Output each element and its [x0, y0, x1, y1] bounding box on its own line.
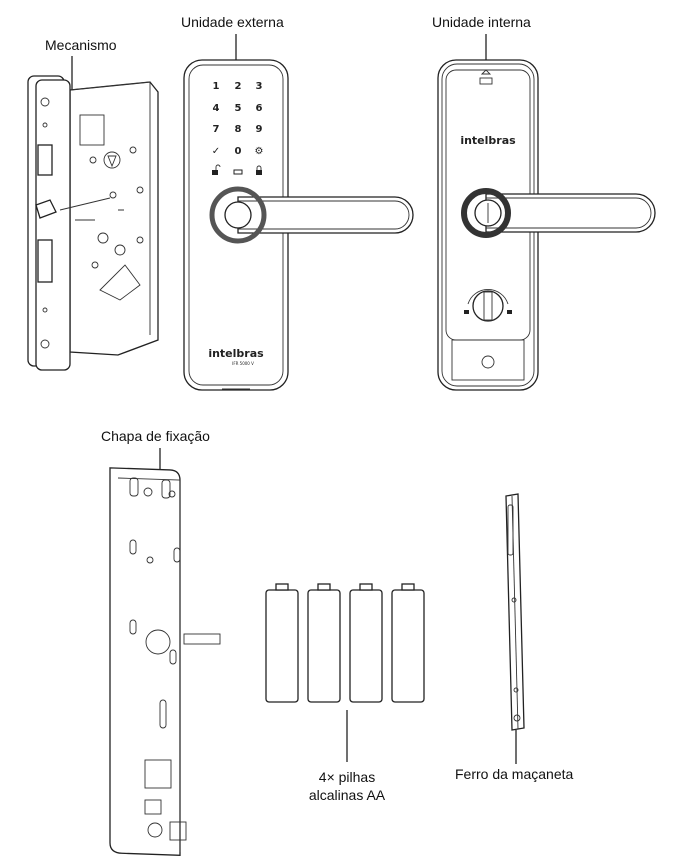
- internal-unit-drawing: intelbras: [437, 59, 656, 391]
- spindle-drawing: [505, 493, 525, 731]
- label-pilhas-line1: 4× pilhas: [318, 769, 376, 785]
- lock-icon-right: [507, 310, 512, 314]
- external-unit-drawing: 1 2 3 4 5 6 7 8 9 ✓ 0 ⚙ intelbras: [183, 59, 414, 391]
- internal-brand: intelbras: [460, 134, 516, 147]
- svg-text:0: 0: [235, 146, 242, 157]
- label-unidade-externa: Unidade externa: [181, 14, 284, 30]
- unlock-icon: [212, 170, 218, 175]
- leader-lines: [71, 34, 517, 764]
- svg-text:9: 9: [256, 124, 263, 135]
- svg-text:2: 2: [235, 81, 242, 92]
- unlock-shackle: [215, 164, 221, 170]
- mechanism-drawing: [27, 75, 159, 371]
- label-pilhas-line2: alcalinas AA: [308, 787, 386, 803]
- mounting-plate-drawing: [109, 467, 221, 856]
- battery-icon: [233, 169, 243, 175]
- svg-text:6: 6: [256, 103, 263, 114]
- battery-3: [349, 583, 383, 703]
- label-mecanismo: Mecanismo: [45, 37, 117, 53]
- label-pilhas: 4× pilhas alcalinas AA: [297, 768, 397, 804]
- label-unidade-interna: Unidade interna: [432, 14, 531, 30]
- label-chapa: Chapa de fixação: [101, 428, 210, 444]
- svg-text:1: 1: [213, 81, 220, 92]
- external-model: IFR 5000 V: [232, 361, 254, 366]
- external-brand: intelbras: [208, 347, 264, 360]
- batteries-drawing: [265, 583, 425, 703]
- battery-2: [307, 583, 341, 703]
- svg-text:⚙: ⚙: [255, 146, 264, 157]
- svg-text:3: 3: [256, 81, 263, 92]
- lock-icon-left: [464, 310, 469, 314]
- label-ferro: Ferro da maçaneta: [455, 766, 574, 782]
- svg-text:8: 8: [235, 124, 242, 135]
- svg-text:4: 4: [213, 103, 220, 114]
- battery-4: [391, 583, 425, 703]
- svg-text:5: 5: [235, 103, 242, 114]
- keypad: 1 2 3 4 5 6 7 8 9 ✓ 0 ⚙: [212, 81, 264, 157]
- svg-text:✓: ✓: [212, 146, 220, 157]
- lock-icon: [256, 170, 262, 175]
- svg-text:7: 7: [213, 124, 220, 135]
- battery-1: [265, 583, 299, 703]
